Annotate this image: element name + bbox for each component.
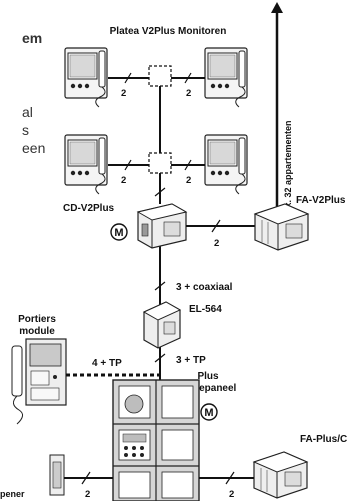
portiers-module-device [11,338,67,425]
four-tp-label: 4 + TP [92,358,122,369]
count-row1-right: 2 [186,88,191,99]
count-row1-left: 2 [121,88,126,99]
monitor-row2-left [64,134,108,195]
fa-v2plus-label: FA-V2Plus [296,195,346,206]
cut-text-line-2: s [22,122,29,138]
m-badge-lower-letter: M [204,407,213,419]
junction-box-row2 [148,152,172,174]
junction-box-row1 [148,65,172,87]
count-row2-right: 2 [186,175,191,186]
coax-label: 3 + coaxiaal [176,282,233,293]
m-badge-upper-letter: M [114,227,123,239]
cut-text-line-3: een [22,140,45,156]
fa-plus-c-device [252,451,309,499]
tick-bottom-right [225,471,235,485]
tick-3tp [154,353,166,363]
cut-text-line-1: al [22,104,33,120]
plus-label-line1: Plus [197,371,219,382]
count-bottom-right: 2 [229,489,234,500]
count-fa-v2plus: 2 [214,238,219,249]
count-row2-left: 2 [121,175,126,186]
portiers-label-line2: module [19,326,55,337]
tick-row1-right [184,72,192,84]
tick-row2-left [124,159,132,171]
portiers-label-line1: Portiers [18,314,56,325]
m-badge-upper [110,223,128,241]
el564-device [142,301,182,349]
cd-v2plus-device [136,203,188,249]
tick-trunk [154,187,166,197]
tick-bottom-left [81,471,91,485]
monitor-row1-right [204,47,248,108]
monitors-title: Platea V2Plus Monitoren [110,26,227,37]
el564-label: EL-564 [189,304,222,315]
plus-label-line2: Codepaneel [180,383,237,394]
cut-title-text: em [22,30,42,46]
codepaneel-device [112,379,200,501]
arrow-up-icon [271,2,283,13]
m-badge-lower [200,403,218,421]
tick-row2-right [184,159,192,171]
max-apartments-label: Máx. 32 appartementen [283,120,293,220]
fa-v2plus-device [253,203,310,251]
fa-plus-c-label: FA-Plus/C [300,434,347,445]
opener-label: pener [0,489,25,499]
three-tp-label: 3 + TP [176,355,206,366]
tick-coax [154,281,166,291]
cd-v2plus-label: CD-V2Plus [63,203,115,214]
count-bottom-left: 2 [85,489,90,500]
tick-fa-v2plus [211,219,221,233]
monitor-row2-right [204,134,248,195]
tick-row1-left [124,72,132,84]
door-opener-device [49,454,65,496]
monitor-row1-left [64,47,108,108]
